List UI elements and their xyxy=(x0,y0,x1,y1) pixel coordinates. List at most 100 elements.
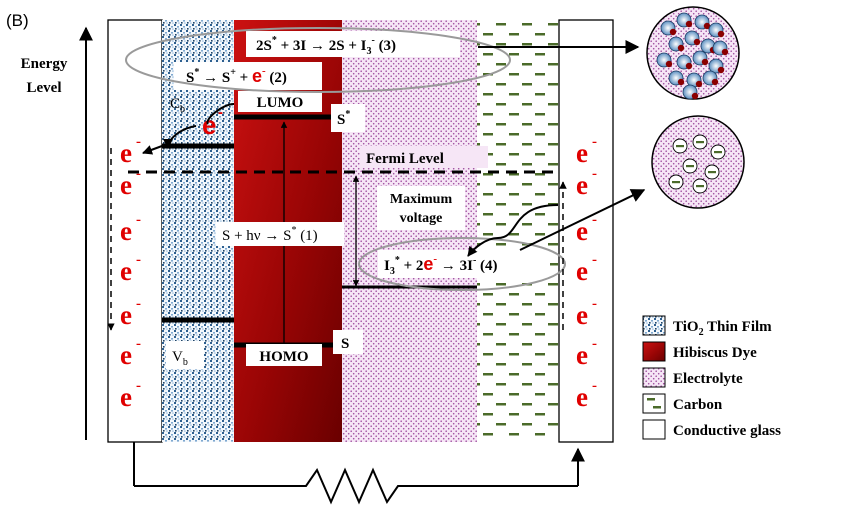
zoom-particle-mark xyxy=(696,185,704,188)
zoom-particle-dye xyxy=(685,62,693,70)
zoom-particle-dye xyxy=(717,66,725,74)
right-electron: e- xyxy=(576,166,597,200)
lumo-label: LUMO xyxy=(257,95,304,111)
left-electron: e- xyxy=(120,134,141,168)
svg-text:e: e xyxy=(120,216,132,246)
svg-text:-: - xyxy=(136,296,141,312)
legend-item-electrolyte: Electrolyte xyxy=(642,367,743,388)
svg-text:e: e xyxy=(202,110,216,140)
zoom-particle-dye xyxy=(721,48,729,56)
vb-label-box xyxy=(166,341,204,369)
zoom-particle-dye xyxy=(693,38,701,46)
zoom-particle-dye xyxy=(691,92,699,100)
svg-text:-: - xyxy=(592,378,597,394)
svg-text:e: e xyxy=(120,340,132,370)
zoom-particle-dye xyxy=(669,28,677,36)
svg-text:-: - xyxy=(136,336,141,352)
reaction-3-2-ellipse xyxy=(125,27,511,93)
s-ground-label: S xyxy=(341,336,349,352)
right-conductive-glass xyxy=(558,19,614,443)
zoom-particle-mark xyxy=(714,151,722,154)
right-electron-column: e-e-e-e-e-e-e- xyxy=(576,134,597,412)
svg-text:-: - xyxy=(136,134,141,150)
s-star-label-box xyxy=(331,104,365,132)
reaction-3: 2S* + 3I → 2S + I3- (3) xyxy=(256,35,396,57)
svg-text:e: e xyxy=(576,256,588,286)
svg-text:e: e xyxy=(576,216,588,246)
reaction-1-box xyxy=(216,222,344,246)
svg-text:e: e xyxy=(576,138,588,168)
svg-text:-: - xyxy=(592,212,597,228)
energy-axis-label-line2: Level xyxy=(27,80,62,96)
legend-item-carbon: Carbon xyxy=(642,393,723,414)
zoom-particle-mark xyxy=(696,141,704,144)
svg-text:e: e xyxy=(576,300,588,330)
svg-text:e: e xyxy=(120,170,132,200)
right-electron: e- xyxy=(576,212,597,246)
left-electron: e- xyxy=(120,336,141,370)
reaction-4-box xyxy=(378,250,550,278)
cb-label: Cb xyxy=(170,96,185,115)
legend-swatch xyxy=(642,393,666,414)
max-voltage-label-line1: Maximum xyxy=(390,192,453,207)
right-electron: e- xyxy=(576,296,597,330)
injection-path xyxy=(206,103,235,125)
legend-swatch xyxy=(642,367,666,388)
max-voltage-label-line2: voltage xyxy=(400,211,443,226)
reaction-4: I3* + 2e- → 3I- (4) xyxy=(384,253,498,277)
svg-text:-: - xyxy=(592,336,597,352)
reaction-1: S + hν → S* (1) xyxy=(222,225,318,244)
zoom-particle-dye xyxy=(701,58,709,66)
regeneration-arrow xyxy=(467,204,559,257)
svg-text:e: e xyxy=(576,340,588,370)
s-ground-label-box xyxy=(333,330,363,354)
svg-text:-: - xyxy=(592,134,597,150)
fermi-label-box xyxy=(360,146,488,168)
svg-text:-: - xyxy=(136,166,141,182)
legend-label: Hibiscus Dye xyxy=(673,345,757,361)
legend-swatch xyxy=(642,341,666,362)
zoom-particle-dye xyxy=(717,30,725,38)
svg-text:-: - xyxy=(592,252,597,268)
homo-label-box xyxy=(246,344,322,366)
zoom-particle-dye xyxy=(711,78,719,86)
homo-label: HOMO xyxy=(259,349,308,365)
cb-to-glass-arrow xyxy=(142,145,163,155)
zoom-particle-mark xyxy=(672,181,680,184)
right-electron: e- xyxy=(576,134,597,168)
zoom-particle-dye xyxy=(677,78,685,86)
legend-item-dye: Hibiscus Dye xyxy=(642,341,757,362)
zoom-particle-dye xyxy=(685,20,693,28)
right-electron: e- xyxy=(576,252,597,286)
svg-text:-: - xyxy=(592,296,597,312)
left-electron: e- xyxy=(120,166,141,200)
legend-label: TiO2 Thin Film xyxy=(673,319,772,338)
fermi-label: Fermi Level xyxy=(366,151,444,167)
reaction-2: S* → S+ + e- (2) xyxy=(186,65,287,86)
legend-swatch xyxy=(642,315,666,336)
zoom-particle-mark xyxy=(676,145,684,148)
regenerated-particles xyxy=(668,134,726,194)
left-electron: e- xyxy=(120,378,141,412)
lumo-label-box xyxy=(238,91,322,112)
resistor-wire xyxy=(134,467,578,505)
right-electron: e- xyxy=(576,336,597,370)
left-electron: e- xyxy=(120,296,141,330)
svg-text:e: e xyxy=(576,170,588,200)
legend-swatch xyxy=(642,419,666,440)
legend-label: Electrolyte xyxy=(673,371,743,387)
legend-label: Carbon xyxy=(673,397,723,413)
max-voltage-label-box xyxy=(377,186,465,230)
energy-axis-label-line1: Energy xyxy=(21,56,68,72)
zoom-particle-mark xyxy=(708,171,716,174)
zoom-particle-dye xyxy=(677,44,685,52)
svg-text:-: - xyxy=(136,378,141,394)
panel-label: (B) xyxy=(6,11,29,30)
zoom-circle-regenerated xyxy=(651,115,745,209)
vb-label: Vb xyxy=(172,349,188,368)
svg-text:e: e xyxy=(576,382,588,412)
svg-text:-: - xyxy=(592,166,597,182)
svg-text:e: e xyxy=(120,300,132,330)
